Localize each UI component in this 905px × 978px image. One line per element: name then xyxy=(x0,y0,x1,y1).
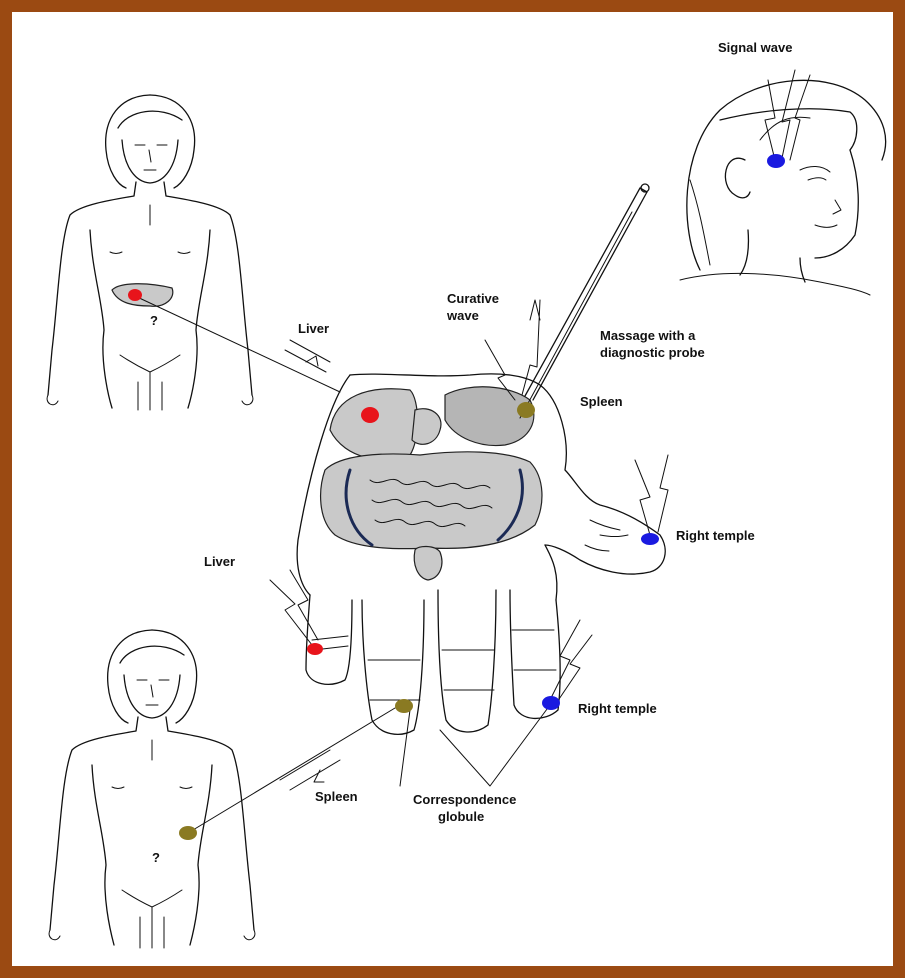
label-curative-wave-2: wave xyxy=(446,308,479,323)
liver-organ-hand xyxy=(330,389,418,460)
spleen-point-body xyxy=(179,826,197,840)
label-curative-wave-1: Curative xyxy=(447,291,499,306)
label-massage-2: diagnostic probe xyxy=(600,345,705,360)
liver-point-finger xyxy=(307,643,323,655)
female-figure-bottom: ? xyxy=(49,630,255,948)
label-right-temple-thumb: Right temple xyxy=(676,528,755,543)
female-figure-top: ? xyxy=(47,95,253,410)
label-correspondence-2: globule xyxy=(438,809,484,824)
label-spleen-top: Spleen xyxy=(580,394,623,409)
spleen-point-ring-finger xyxy=(395,699,413,713)
navel-mark-bottom: ? xyxy=(152,850,160,865)
head-profile xyxy=(680,80,886,295)
navel-mark-top: ? xyxy=(150,313,158,328)
label-right-temple-little: Right temple xyxy=(578,701,657,716)
label-spleen-bottom: Spleen xyxy=(315,789,358,804)
label-correspondence-1: Correspondence xyxy=(413,792,516,807)
liver-organ-top xyxy=(112,284,173,307)
label-liver-finger: Liver xyxy=(204,554,235,569)
hand-diagram xyxy=(297,374,665,734)
bladder-organ-hand xyxy=(414,546,442,580)
temple-point-little-finger xyxy=(542,696,560,710)
temple-point-head xyxy=(767,154,785,168)
label-liver-top: Liver xyxy=(298,321,329,336)
diagnostic-probe xyxy=(520,184,649,418)
intestines-organ-hand xyxy=(321,452,542,549)
label-massage-1: Massage with a xyxy=(600,328,696,343)
temple-point-thumb xyxy=(641,533,659,545)
spleen-point-hand xyxy=(517,402,535,418)
label-signal-wave: Signal wave xyxy=(718,40,792,55)
liver-point-body xyxy=(128,289,142,301)
liver-point-hand xyxy=(361,407,379,423)
